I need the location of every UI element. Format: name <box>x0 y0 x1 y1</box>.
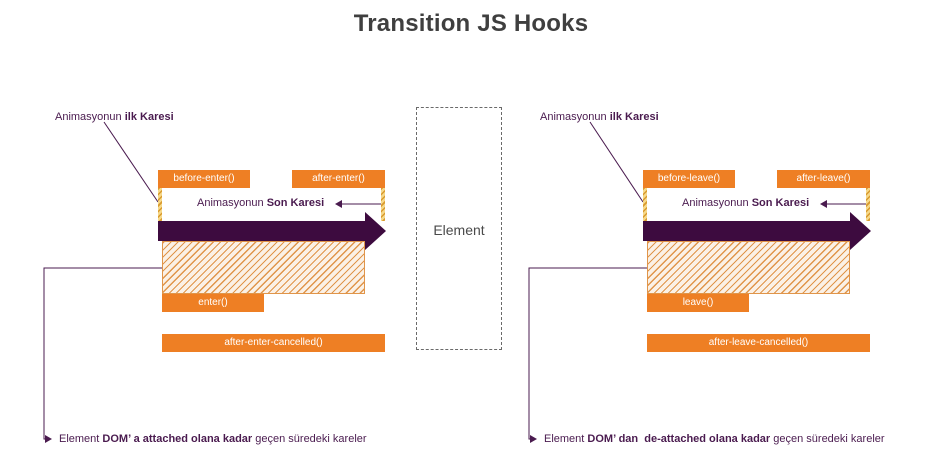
leave-footer-suffix: geçen süredeki kareler <box>770 433 885 445</box>
after-enter-hook: after-enter() <box>292 170 385 188</box>
enter-last-frame-marker <box>381 188 385 221</box>
leave-hook: leave() <box>647 294 749 312</box>
enter-first-frame-label: Animasyonun ilk Karesi <box>55 111 174 123</box>
before-enter-hook: before-enter() <box>158 170 250 188</box>
enter-first-frame-prefix: Animasyonun <box>55 111 125 123</box>
leave-last-frame-marker <box>866 188 870 221</box>
enter-first-frame-pointer <box>103 121 159 203</box>
enter-frames-bracket <box>43 267 162 443</box>
enter-footer-bold: DOM’ a attached olana kadar <box>102 433 253 445</box>
leave-last-frame-bold: Son Karesi <box>751 197 810 209</box>
leave-footer-prefix: Element <box>544 433 588 445</box>
leave-last-frame-prefix: Animasyonun <box>682 197 752 209</box>
leave-frames-hatch <box>647 241 850 294</box>
leave-last-frame-label: Animasyonun Son Karesi <box>682 197 809 209</box>
before-leave-hook: before-leave() <box>643 170 735 188</box>
leave-first-frame-prefix: Animasyonun <box>540 111 610 123</box>
leave-first-frame-marker <box>643 188 647 221</box>
page-title: Transition JS Hooks <box>353 10 589 37</box>
after-leave-cancelled-hook: after-leave-cancelled() <box>647 334 870 352</box>
leave-first-frame-bold: ilk Karesi <box>609 111 659 123</box>
leave-frames-bracket <box>528 267 647 443</box>
enter-last-frame-label: Animasyonun Son Karesi <box>197 197 324 209</box>
leave-timeline-arrow <box>643 212 871 250</box>
leave-first-frame-label: Animasyonun ilk Karesi <box>540 111 659 123</box>
leave-footer-label: Element DOM’ dan de-attached olana kadar… <box>544 433 885 445</box>
enter-timeline-arrow <box>158 212 386 250</box>
enter-frames-hatch <box>162 241 365 294</box>
enter-last-frame-bold: Son Karesi <box>266 197 325 209</box>
enter-last-frame-prefix: Animasyonun <box>197 197 267 209</box>
leave-first-frame-pointer <box>589 121 644 203</box>
enter-footer-prefix: Element <box>59 433 103 445</box>
enter-first-frame-marker <box>158 188 162 221</box>
leave-footer-bold: DOM’ dan de-attached olana kadar <box>587 433 771 445</box>
after-enter-cancelled-hook: after-enter-cancelled() <box>162 334 385 352</box>
element-label: Element <box>433 222 485 238</box>
after-leave-hook: after-leave() <box>777 170 870 188</box>
enter-first-frame-bold: ilk Karesi <box>124 111 174 123</box>
enter-hook: enter() <box>162 294 264 312</box>
enter-footer-suffix: geçen süredeki kareler <box>252 433 367 445</box>
element-box <box>416 107 502 350</box>
enter-footer-label: Element DOM’ a attached olana kadar geçe… <box>59 433 367 445</box>
